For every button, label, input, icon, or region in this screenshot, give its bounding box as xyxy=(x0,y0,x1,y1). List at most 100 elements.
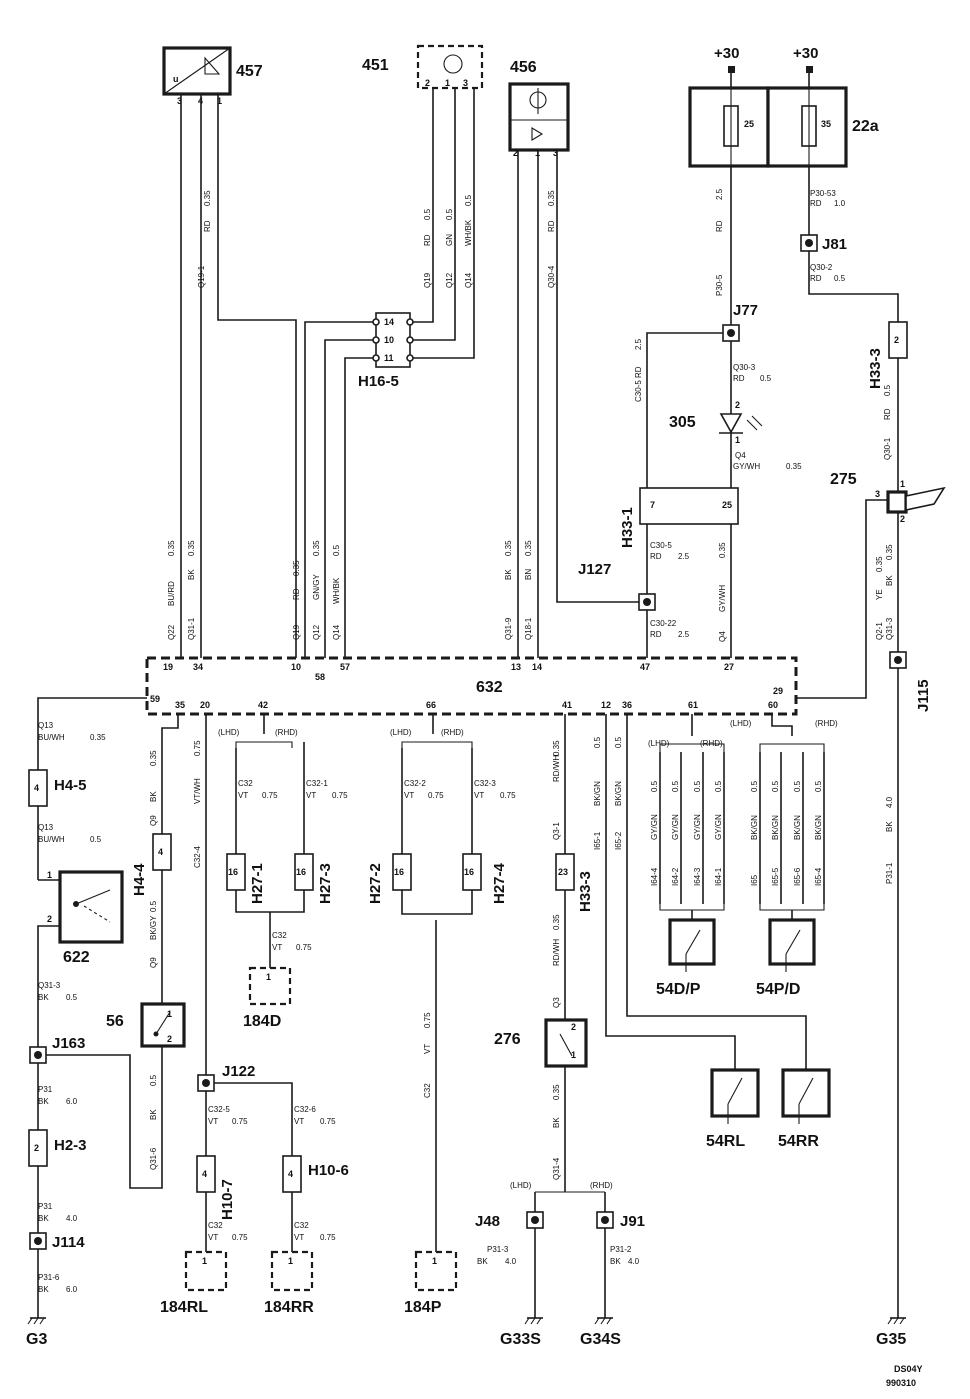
component-457: u 457 3 4 1 xyxy=(162,46,263,106)
svg-text:J77: J77 xyxy=(733,302,758,319)
svg-text:1: 1 xyxy=(735,435,740,445)
svg-text:7: 7 xyxy=(650,500,655,510)
svg-text:61: 61 xyxy=(688,700,698,710)
svg-text:56: 56 xyxy=(106,1013,124,1030)
svg-text:+30: +30 xyxy=(793,45,818,62)
wire-label-rl184_a: C32 xyxy=(208,1221,223,1230)
wire-label-j81_a: Q30-2 xyxy=(810,263,833,272)
wire-label-j77_a: Q30-3 xyxy=(733,363,756,372)
svg-text:25: 25 xyxy=(744,119,754,129)
wire-label-c276_b: BK xyxy=(552,1117,561,1128)
wire-label-h33b_b: RD xyxy=(650,552,662,561)
svg-text:11: 11 xyxy=(384,353,394,363)
wire-label-p41_a: Q3-1 xyxy=(552,822,561,840)
wire-label-p35_b: BK xyxy=(149,791,158,802)
svg-text:u: u xyxy=(173,74,179,84)
wire-label-c56_a: Q31-6 xyxy=(149,1147,158,1170)
svg-text:(LHD): (LHD) xyxy=(648,739,670,748)
junction-J91: J91 xyxy=(596,1211,645,1230)
wire-label-p34_b: BK xyxy=(187,569,196,580)
component-622-relay: 622 1 2 xyxy=(47,870,124,966)
junction-J122: J122 xyxy=(197,1063,255,1092)
wire-label-j114_b: BK xyxy=(38,1285,49,1294)
wire-label-p29_c: 0.35 xyxy=(875,556,884,572)
svg-text:(RHD): (RHD) xyxy=(700,739,723,748)
svg-text:H10-6: H10-6 xyxy=(308,1162,349,1179)
connector-H16-5: 14 10 11 H16-5 xyxy=(358,312,414,390)
wire-label-rr184_c: 0.75 xyxy=(320,1233,336,1242)
wire-label-h271_a: C32 xyxy=(238,779,253,788)
wire-label-p20_a: C32-4 xyxy=(193,846,202,868)
wire-label-h274_a: C32-3 xyxy=(474,779,496,788)
wire-label-pd_3c: 0.5 xyxy=(793,780,802,792)
wires-upper xyxy=(180,88,899,1318)
wire-label-w457_a: Q19-1 xyxy=(197,265,206,288)
svg-text:42: 42 xyxy=(258,700,268,710)
wire-label-pd_2c: 0.5 xyxy=(771,780,780,792)
svg-text:41: 41 xyxy=(562,700,572,710)
wire-label-j122_a: C32-5 xyxy=(208,1105,230,1114)
svg-text:1: 1 xyxy=(900,479,905,489)
wire-label-p59_a: Q13 xyxy=(38,721,54,730)
wire-label-w451_b2: GN xyxy=(445,234,454,246)
wire-label-dp_4a: I64-1 xyxy=(714,867,723,886)
wire-label-p184_c: 0.75 xyxy=(423,1012,432,1028)
wire-label-rr184_b: VT xyxy=(294,1233,304,1242)
svg-text:J91: J91 xyxy=(620,1213,645,1230)
variant-tags: (LHD) (RHD) (LHD) (RHD) (LHD) (RHD) (LHD… xyxy=(218,719,838,1190)
svg-text:H33-1: H33-1 xyxy=(619,507,636,548)
wire-label-p10_c: 0.35 xyxy=(292,560,301,576)
wire-label-h33b_a: C30-5 xyxy=(650,541,672,550)
wire-label-f35_c: 1.0 xyxy=(834,199,846,208)
svg-text:+30: +30 xyxy=(714,45,739,62)
svg-text:H33-3: H33-3 xyxy=(867,348,884,389)
svg-text:27: 27 xyxy=(724,662,734,672)
svg-text:14: 14 xyxy=(384,317,394,327)
svg-text:2: 2 xyxy=(735,400,740,410)
svg-text:DS04Y: DS04Y xyxy=(894,1364,923,1374)
wire-label-h333_b: RD/WH xyxy=(552,939,561,966)
wire-label-f35_b: RD xyxy=(810,199,822,208)
connector-H33-1: 7 25 H33-1 xyxy=(619,487,739,548)
wire-label-c275_b: BK xyxy=(885,575,894,586)
wire-label-led_b: GY/WH xyxy=(733,462,760,471)
svg-text:J163: J163 xyxy=(52,1035,85,1052)
svg-text:G33S: G33S xyxy=(500,1331,541,1348)
svg-text:54D/P: 54D/P xyxy=(656,981,701,998)
wire-label-w457_b: RD xyxy=(203,220,212,232)
wire-label-h274_c: 0.75 xyxy=(500,791,516,800)
wire-label-h272_a: C32-2 xyxy=(404,779,426,788)
wire-label-h33a_b: RD xyxy=(883,408,892,420)
component-305-led: 305 2 1 xyxy=(669,400,763,445)
wire-label-pd_4b: BK/GN xyxy=(814,815,823,840)
ground-G33S: G33S xyxy=(500,1317,543,1348)
ground-G34S: G34S xyxy=(580,1317,621,1348)
svg-text:622: 622 xyxy=(63,949,90,966)
wire-label-p14_c: 0.35 xyxy=(524,540,533,556)
wire-label-led_c: 0.35 xyxy=(786,462,802,471)
svg-text:1: 1 xyxy=(432,1256,437,1266)
svg-text:H27-2: H27-2 xyxy=(367,863,384,904)
wire-label-f25_c: 2.5 xyxy=(715,188,724,200)
svg-text:23: 23 xyxy=(558,867,568,877)
wire-label-j114_c: 6.0 xyxy=(66,1285,78,1294)
wire-label-w457_c: 0.35 xyxy=(203,190,212,206)
wire-label-h273_c: 0.75 xyxy=(332,791,348,800)
label-457: 457 xyxy=(236,63,263,80)
connector-H10-7: 4 H10-7 xyxy=(196,1155,236,1220)
svg-text:2: 2 xyxy=(425,78,430,88)
svg-text:54RR: 54RR xyxy=(778,1133,819,1150)
connector-H10-6: 4 H10-6 xyxy=(282,1155,349,1193)
wire-label-c56_b: BK xyxy=(149,1109,158,1120)
svg-text:54P/D: 54P/D xyxy=(756,981,800,998)
junction-J77: J77 xyxy=(722,302,758,342)
svg-text:16: 16 xyxy=(228,867,238,877)
svg-text:57: 57 xyxy=(340,662,350,672)
svg-text:4: 4 xyxy=(202,1169,207,1179)
wire-label-p35_a: Q9 xyxy=(149,815,158,826)
svg-text:59: 59 xyxy=(150,694,160,704)
wire-label-p57_c: 0.5 xyxy=(332,544,341,556)
svg-text:(RHD): (RHD) xyxy=(590,1181,613,1190)
wire-label-h272_c: 0.75 xyxy=(428,791,444,800)
wire-label-c56_c: 0.5 xyxy=(149,1074,158,1086)
